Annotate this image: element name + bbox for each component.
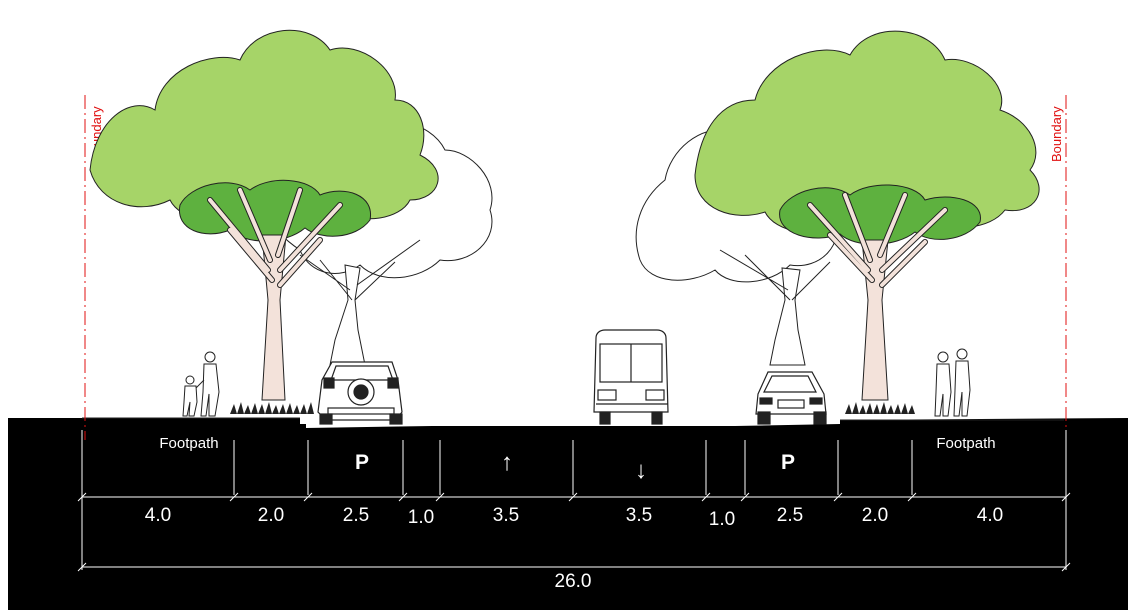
tree-icon [694,30,1040,401]
zone-label-parking-right: P [781,451,795,474]
dimension-line-segments [81,430,1067,570]
dimension-ticks [77,492,1071,572]
zone-label-footpath-right: Footpath [936,435,995,452]
zone-label-parking-left: P [355,451,369,474]
zone-dividers [233,440,913,495]
car-icon [755,371,827,425]
width-label: 4.0 [977,505,1003,526]
ground-section [8,418,1128,610]
car-icon [317,361,403,425]
width-label: 2.5 [777,505,803,526]
width-label: 3.5 [626,505,652,526]
pedestrian-icon [934,348,971,417]
width-label: 1.0 [709,509,735,530]
lane-down-arrow-icon: ↓ [635,457,647,484]
tree-icon [89,29,439,401]
width-label: 1.0 [408,507,434,528]
width-label: 4.0 [145,505,171,526]
grass-left [230,402,314,414]
zone-label-footpath-left: Footpath [159,435,218,452]
bus-icon [593,329,669,425]
total-width-label: 26.0 [555,571,592,592]
lane-up-arrow-icon: ↑ [501,449,513,476]
width-label: 2.0 [862,505,888,526]
pedestrian-icon [182,351,220,417]
grass-right [845,402,915,414]
width-label: 2.0 [258,505,284,526]
width-label: 3.5 [493,505,519,526]
boundary-label-right: Boundary [1049,106,1064,162]
width-label: 2.5 [343,505,369,526]
